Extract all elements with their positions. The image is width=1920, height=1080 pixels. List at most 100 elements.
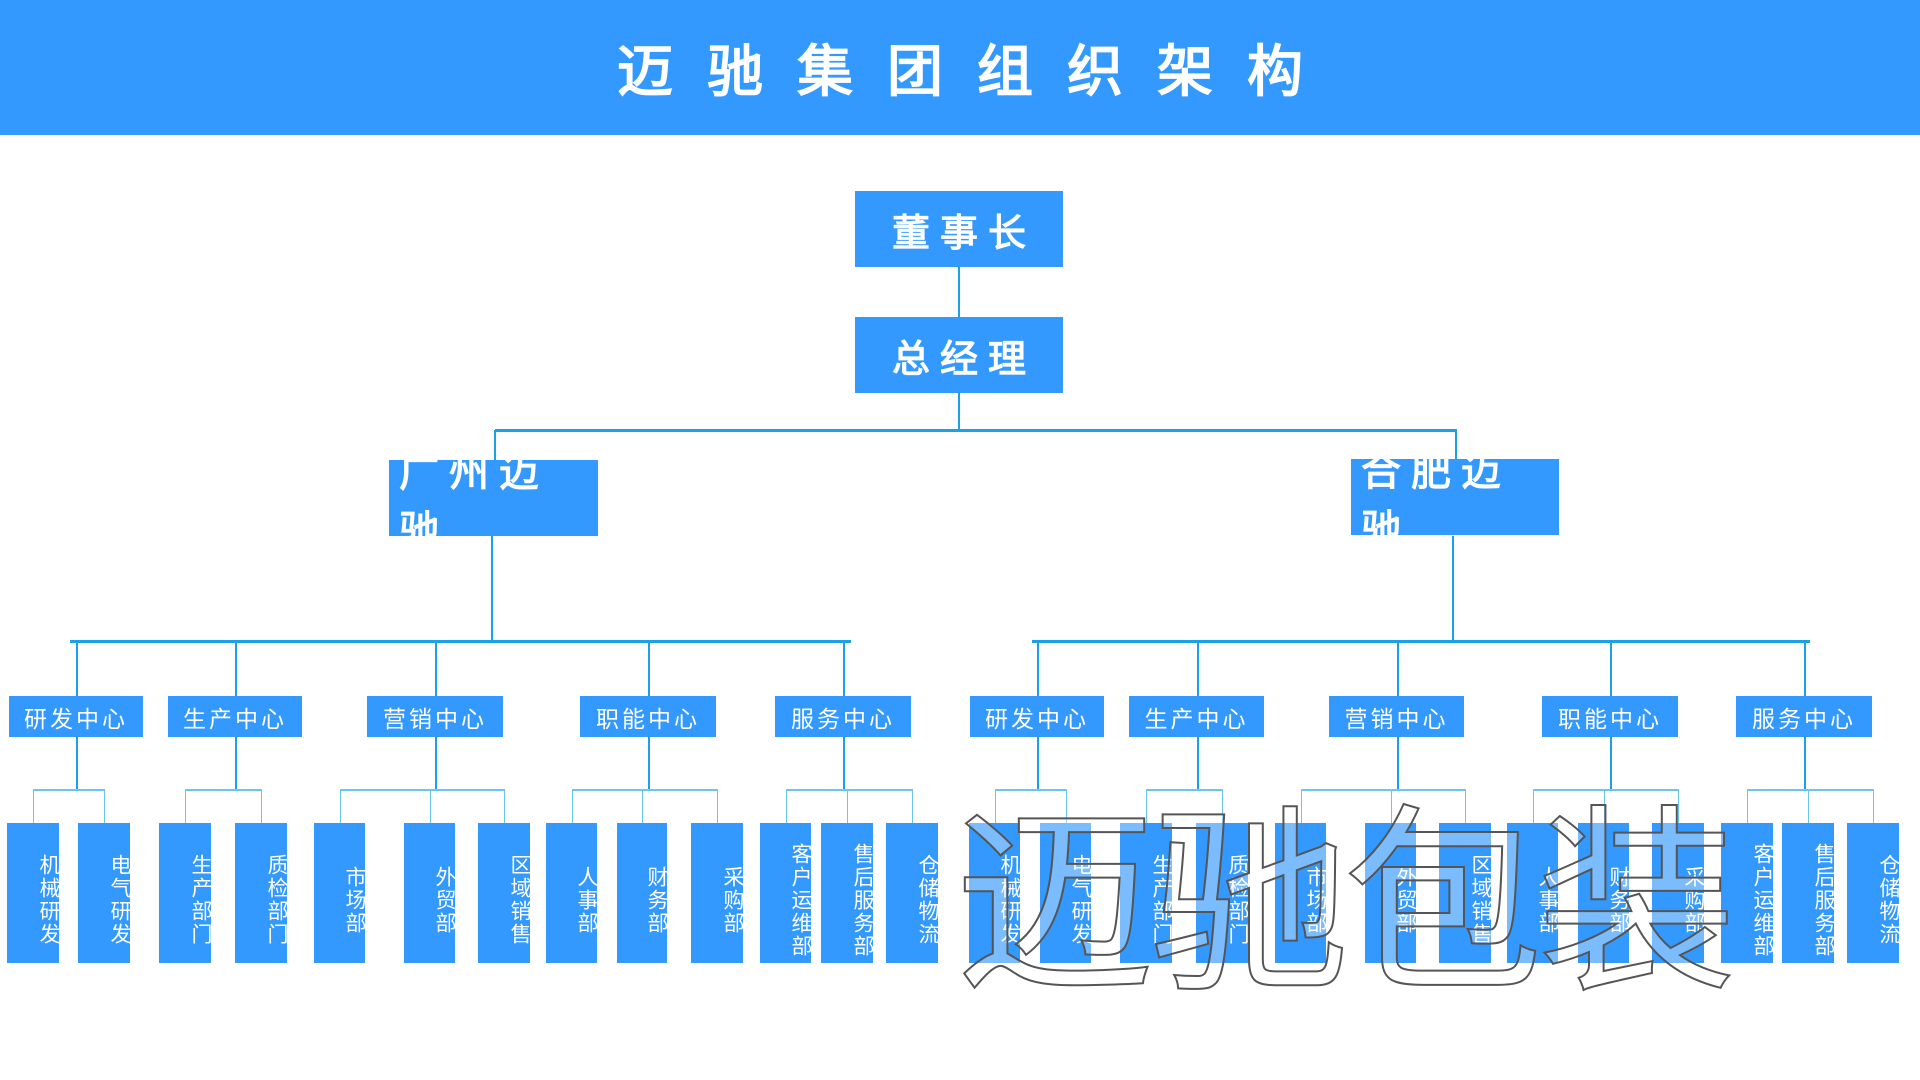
- connector-line: [1066, 790, 1067, 823]
- connector-line: [958, 267, 960, 317]
- connector-line: [435, 642, 437, 696]
- connector-line: [1808, 790, 1809, 823]
- node-department: 财务部: [617, 823, 669, 963]
- connector-line: [1873, 790, 1874, 823]
- connector-line: [1804, 642, 1806, 696]
- connector-line: [1397, 642, 1399, 696]
- connector-line: [642, 790, 643, 823]
- connector-line: [33, 790, 34, 823]
- connector-line: [1301, 790, 1302, 823]
- connector-line: [1747, 790, 1748, 823]
- connector-line: [648, 642, 650, 696]
- connector-line: [185, 789, 262, 791]
- node-department: 人事部: [1507, 823, 1560, 963]
- node-department: 质检部门: [235, 823, 289, 963]
- connector-line: [235, 642, 237, 696]
- node-center: 营销中心: [1329, 696, 1464, 737]
- node-branch: 合肥迈驰: [1351, 449, 1559, 553]
- node-department: 外贸部: [1365, 823, 1418, 963]
- connector-line: [235, 737, 237, 790]
- connector-line: [70, 640, 851, 643]
- connector-line: [1032, 640, 1810, 643]
- connector-line: [1391, 790, 1392, 823]
- connector-line: [843, 642, 845, 696]
- node-branch: 广州迈驰: [389, 450, 598, 554]
- node-center: 营销中心: [367, 696, 503, 737]
- node-department: 区域销售: [1439, 823, 1493, 963]
- node-department: 生产部门: [159, 823, 213, 963]
- connector-line: [1678, 790, 1679, 823]
- connector-line: [1533, 789, 1679, 791]
- connector-line: [995, 790, 996, 823]
- node-center: 职能中心: [1542, 696, 1678, 737]
- node-department: 人事部: [546, 823, 599, 963]
- node-department: 售后服务部: [821, 823, 875, 963]
- connector-line: [1301, 789, 1466, 791]
- connector-line: [430, 790, 431, 823]
- connector-line: [76, 642, 78, 696]
- connector-line: [1197, 642, 1199, 696]
- connector-line: [648, 737, 650, 790]
- connector-line: [843, 737, 845, 790]
- connector-line: [494, 430, 496, 460]
- node-chairman: 董事长: [855, 191, 1063, 267]
- connector-line: [572, 790, 573, 823]
- connector-line: [1804, 737, 1806, 790]
- connector-line: [104, 790, 105, 823]
- page-title: 迈驰集团组织架构: [617, 40, 1337, 105]
- node-department: 质检部门: [1196, 823, 1250, 963]
- connector-line: [1455, 430, 1457, 460]
- connector-line: [340, 789, 505, 791]
- connector-line: [786, 789, 913, 791]
- connector-line: [495, 429, 1457, 432]
- node-center: 职能中心: [580, 696, 716, 737]
- connector-line: [912, 790, 913, 823]
- node-department: 采购部: [691, 823, 745, 963]
- node-department: 机械研发: [7, 823, 61, 963]
- node-department: 售后服务部: [1782, 823, 1836, 963]
- connector-line: [340, 790, 341, 823]
- connector-line: [717, 790, 718, 823]
- node-department: 客户运维部: [1721, 823, 1775, 963]
- node-department: 市场部: [1275, 823, 1328, 963]
- connector-line: [1604, 790, 1605, 823]
- node-department: 市场部: [314, 823, 367, 963]
- node-department: 采购部: [1652, 823, 1706, 963]
- connector-line: [185, 790, 186, 823]
- node-department: 生产部门: [1120, 823, 1174, 963]
- connector-line: [572, 789, 718, 791]
- connector-line: [958, 393, 960, 430]
- node-center: 生产中心: [1129, 696, 1264, 737]
- node-department: 仓储物流: [886, 823, 940, 963]
- node-department: 区域销售: [478, 823, 532, 963]
- connector-line: [1146, 789, 1223, 791]
- connector-line: [995, 789, 1067, 791]
- connector-line: [491, 536, 493, 641]
- connector-line: [1452, 536, 1454, 641]
- connector-line: [1533, 790, 1534, 823]
- connector-line: [1610, 642, 1612, 696]
- node-center: 服务中心: [775, 696, 911, 737]
- connector-line: [847, 790, 848, 823]
- node-center: 研发中心: [9, 696, 143, 737]
- node-department: 外贸部: [404, 823, 457, 963]
- connector-line: [76, 737, 78, 790]
- node-department: 电气研发: [1040, 823, 1093, 963]
- connector-line: [1465, 790, 1466, 823]
- node-department: 财务部: [1578, 823, 1631, 963]
- connector-line: [1747, 789, 1874, 791]
- node-department: 客户运维部: [760, 823, 813, 963]
- connector-line: [1610, 737, 1612, 790]
- connector-line: [1037, 737, 1039, 790]
- connector-line: [1146, 790, 1147, 823]
- node-general-manager: 总经理: [855, 317, 1063, 393]
- node-department: 电气研发: [78, 823, 132, 963]
- header-bar: 迈驰集团组织架构: [0, 0, 1920, 135]
- connector-line: [504, 790, 505, 823]
- connector-line: [33, 789, 105, 791]
- connector-line: [261, 790, 262, 823]
- connector-line: [1397, 737, 1399, 790]
- node-center: 生产中心: [168, 696, 302, 737]
- connector-line: [1197, 737, 1199, 790]
- connector-line: [1037, 642, 1039, 696]
